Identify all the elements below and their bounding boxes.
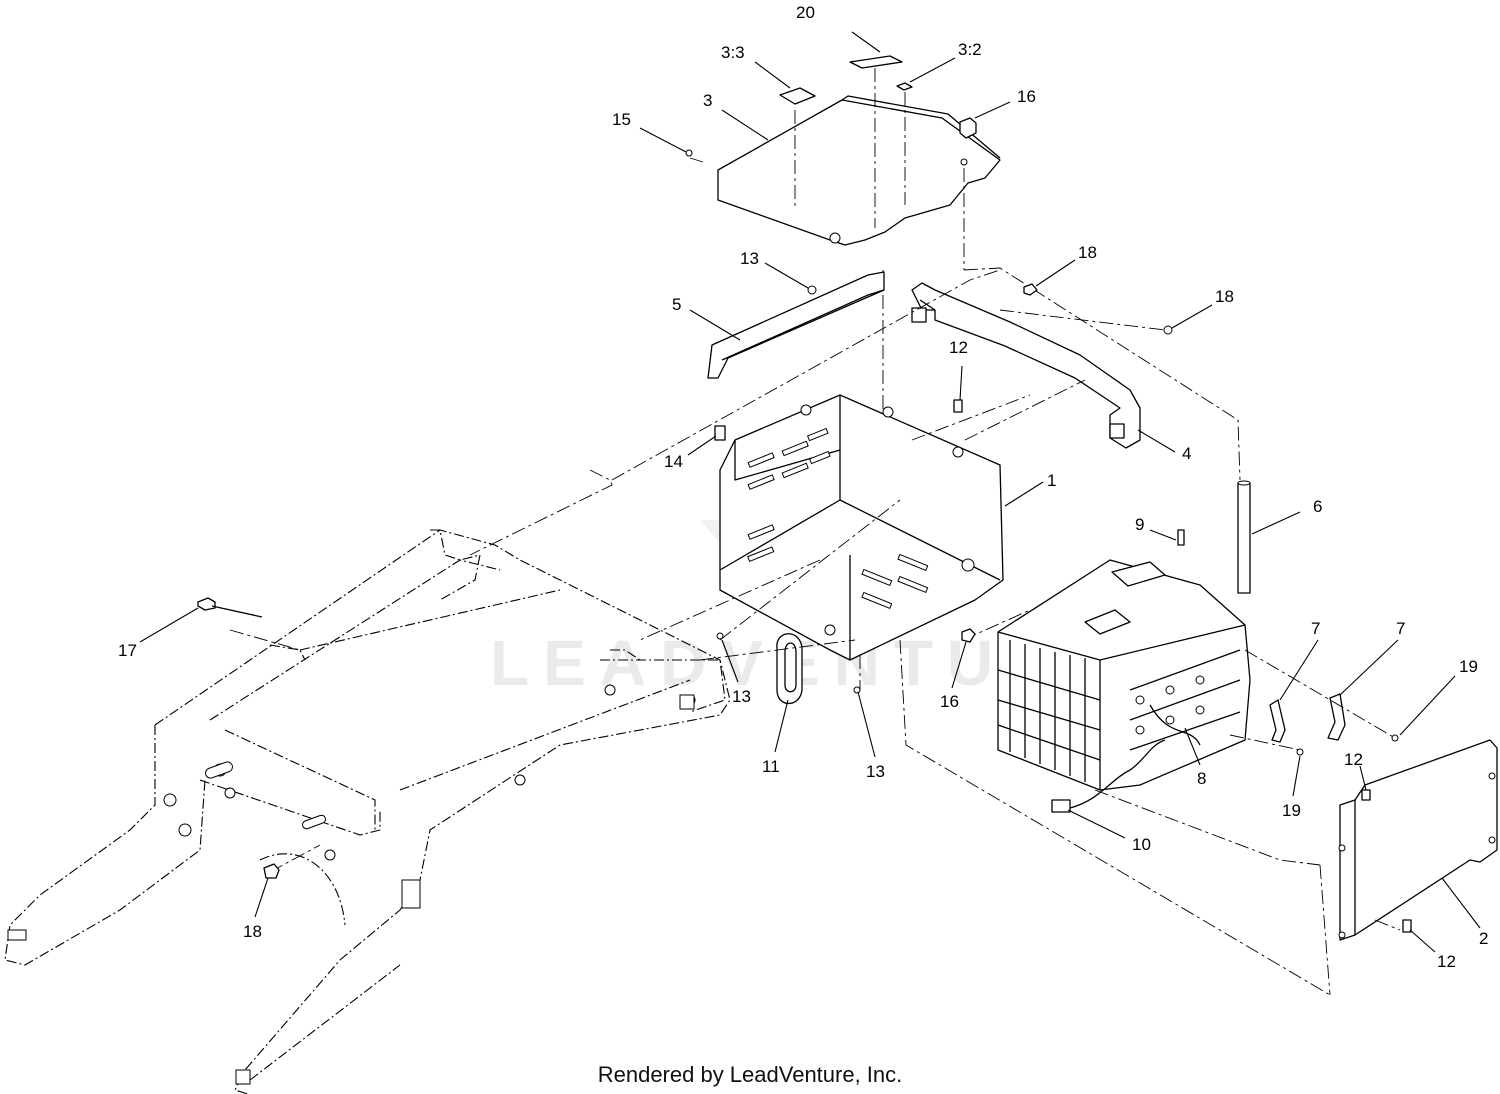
callout-14: 14 <box>664 452 683 471</box>
part-12-bolt-b <box>1361 789 1371 801</box>
callout-13-c: 13 <box>866 762 885 781</box>
callout-8: 8 <box>1197 769 1206 788</box>
part-12-bolt-c <box>1402 919 1412 933</box>
callout-12-b: 12 <box>1344 750 1363 769</box>
callout-18-b: 18 <box>1215 287 1234 306</box>
callout-16-top: 16 <box>1017 87 1036 106</box>
callout-13-top: 13 <box>740 249 759 268</box>
part-12-bolt-a <box>953 399 963 413</box>
callout-15: 15 <box>612 110 631 129</box>
part-7-bracket-a <box>1269 699 1286 743</box>
leader-lines <box>139 31 1481 953</box>
callout-18-a: 18 <box>1078 243 1097 262</box>
callout-6: 6 <box>1313 497 1322 516</box>
part-16-nut-bottom <box>961 628 976 643</box>
part-4-arm <box>911 282 1141 449</box>
part-13-screw-c <box>853 686 861 694</box>
callout-9: 9 <box>1135 515 1144 534</box>
callout-2: 2 <box>1479 929 1488 948</box>
part-14-clip <box>714 425 726 441</box>
part-13-screw-top <box>807 285 817 295</box>
callout-3-3: 3:3 <box>721 43 745 62</box>
part-2-side-panel <box>1338 739 1498 941</box>
part-16-nut-top <box>959 117 977 139</box>
part-10-harness <box>1051 739 1166 813</box>
callout-4: 4 <box>1182 444 1191 463</box>
frame-chassis <box>4 529 731 1094</box>
callout-5: 5 <box>672 295 681 314</box>
callout-1: 1 <box>1047 471 1056 490</box>
callout-17: 17 <box>118 641 137 660</box>
part-17-bolt-head <box>197 597 216 611</box>
callouts: 20 3:3 3:2 3 16 15 13 18 5 18 12 4 14 1 … <box>118 3 1488 971</box>
callout-19-a: 19 <box>1459 657 1478 676</box>
part-18-nut-b <box>1163 325 1173 335</box>
part-3-3-decal <box>779 87 816 105</box>
callout-11: 11 <box>762 757 780 776</box>
part-6-rod <box>1237 480 1251 594</box>
part-11-clamp <box>776 633 803 705</box>
callout-10: 10 <box>1132 835 1151 854</box>
callout-19-b: 19 <box>1282 801 1301 820</box>
part-18-nut-a <box>1023 283 1038 296</box>
part-20-decal <box>849 55 903 69</box>
callout-7-b: 7 <box>1396 619 1405 638</box>
callout-3: 3 <box>703 91 712 110</box>
callout-16-bottom: 16 <box>940 692 959 711</box>
part-7-bracket-b <box>1327 693 1346 741</box>
callout-20: 20 <box>796 3 815 22</box>
callout-12-a: 12 <box>949 338 968 357</box>
callout-12-c: 12 <box>1437 952 1456 971</box>
part-3-2-decal <box>896 82 913 91</box>
callout-3-2: 3:2 <box>958 40 982 59</box>
part-3-cover-plate <box>717 95 1001 246</box>
part-19-screw-b <box>1296 748 1304 756</box>
part-8-battery-pack <box>997 559 1251 791</box>
part-13-screw-b <box>716 632 724 640</box>
part-18-nut-c <box>263 863 280 879</box>
part-9-connector <box>1177 529 1185 546</box>
callout-7-a: 7 <box>1311 619 1320 638</box>
fasteners <box>197 117 1412 933</box>
footer-credit: Rendered by LeadVenture, Inc. <box>598 1062 903 1087</box>
part-1-battery-box <box>719 394 1004 661</box>
part-19-screw-a <box>1391 734 1399 742</box>
callout-13-b: 13 <box>732 687 751 706</box>
part-15-screw <box>685 149 693 157</box>
callout-18-c: 18 <box>243 922 262 941</box>
part-5-bracket <box>707 271 885 379</box>
